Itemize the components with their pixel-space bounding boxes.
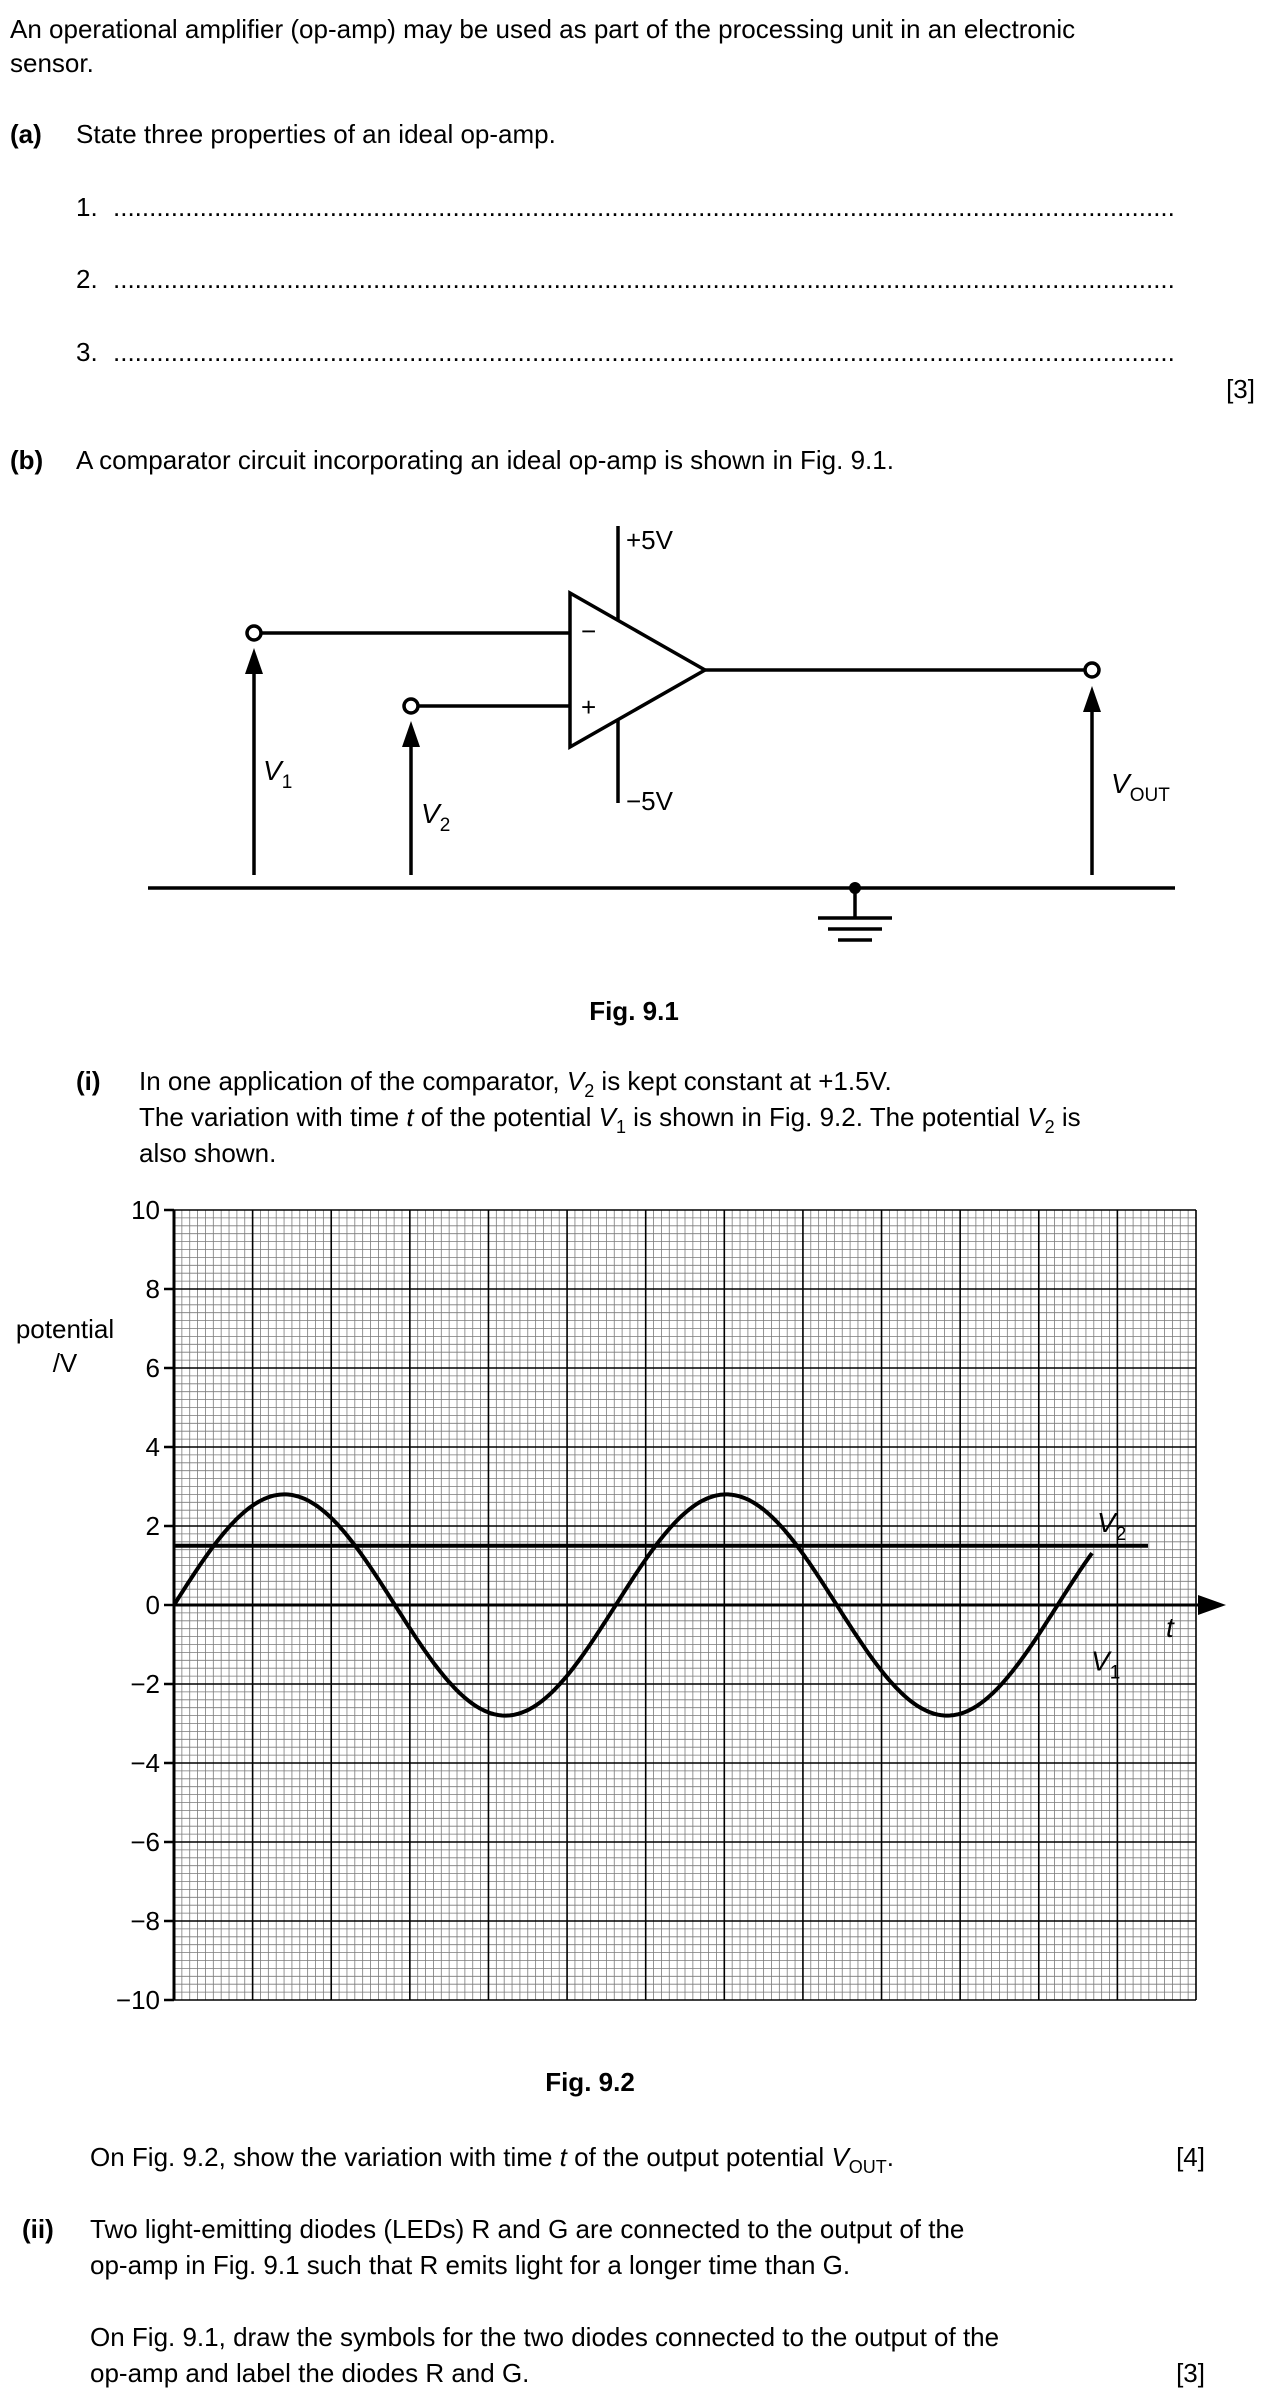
time-axis-label: t bbox=[1166, 1612, 1175, 1643]
chart-y-axis-ticks: 10 8 6 4 2 0 −2 −4 −6 −8 −10 bbox=[116, 1195, 174, 2015]
part-b-label: (b) bbox=[10, 445, 44, 475]
vout-label: VOUT bbox=[1111, 768, 1170, 806]
positive-supply-label: +5V bbox=[626, 525, 674, 555]
fig-9-1-circuit[interactable]: − + +5V −5V V1 V2 VOUT bbox=[0, 0, 1268, 960]
answer-number-1: 1. bbox=[76, 192, 98, 222]
v2-terminal bbox=[402, 697, 420, 715]
y-tick-label: −6 bbox=[130, 1827, 160, 1857]
part-b-question: A comparator circuit incorporating an id… bbox=[76, 445, 894, 475]
part-a-marks: [3] bbox=[1226, 374, 1255, 404]
part-bi-line-3: also shown. bbox=[139, 1138, 277, 1168]
part-bii-line-2: op-amp in Fig. 9.1 such that R emits lig… bbox=[90, 2250, 851, 2280]
y-tick-label: −8 bbox=[130, 1906, 160, 1936]
part-a-label: (a) bbox=[10, 119, 42, 149]
part-bii-line-4: op-amp and label the diodes R and G. bbox=[90, 2358, 530, 2388]
ground-junction bbox=[849, 882, 861, 894]
v2-arrow-head bbox=[402, 721, 420, 747]
part-bi-line-2: The variation with time t of the potenti… bbox=[139, 1102, 1081, 1137]
inverting-input-sign: − bbox=[581, 616, 596, 646]
y-tick-label: −10 bbox=[116, 1985, 160, 2015]
answer-number-3: 3. bbox=[76, 337, 98, 367]
chart-y-axis-label: potential/V bbox=[15, 1314, 115, 1378]
vout-arrow-head bbox=[1083, 686, 1101, 712]
part-bii-marks: [3] bbox=[1176, 2358, 1205, 2388]
part-bii-line-1: Two light-emitting diodes (LEDs) R and G… bbox=[90, 2214, 965, 2244]
part-bii-line-3: On Fig. 9.1, draw the symbols for the tw… bbox=[90, 2322, 1000, 2352]
output-terminal bbox=[1083, 661, 1101, 679]
answer-line-2[interactable]: ........................................… bbox=[113, 264, 1175, 294]
y-tick-label: 0 bbox=[146, 1590, 160, 1620]
y-tick-label: 10 bbox=[131, 1195, 160, 1225]
y-tick-label: 4 bbox=[146, 1432, 160, 1462]
v1-terminal bbox=[245, 624, 263, 642]
v1-sine-curve bbox=[172, 1492, 1094, 1718]
y-tick-label: −2 bbox=[130, 1669, 160, 1699]
chart-series bbox=[172, 1492, 1148, 1718]
op-amp-symbol bbox=[568, 589, 709, 751]
v1-series-label: V1 bbox=[1091, 1645, 1120, 1683]
y-tick-label: 6 bbox=[146, 1353, 160, 1383]
part-bii-label: (ii) bbox=[22, 2214, 54, 2244]
part-bi-instruction: On Fig. 9.2, show the variation with tim… bbox=[90, 2142, 895, 2177]
y-tick-label: −4 bbox=[130, 1748, 160, 1778]
intro-line-2: sensor. bbox=[10, 48, 94, 78]
answer-number-2: 2. bbox=[76, 264, 98, 294]
v2-label: V2 bbox=[421, 798, 450, 836]
answer-line-3[interactable]: ........................................… bbox=[113, 337, 1175, 367]
negative-supply-label: −5V bbox=[626, 786, 674, 816]
fig-9-1-caption: Fig. 9.1 bbox=[589, 996, 679, 1026]
v2-series-label: V2 bbox=[1097, 1507, 1126, 1545]
noninverting-input-sign: + bbox=[581, 692, 596, 722]
answer-line-1[interactable]: ........................................… bbox=[113, 192, 1175, 222]
v1-label: V1 bbox=[263, 755, 292, 793]
time-axis-arrow-head bbox=[1198, 1595, 1226, 1615]
intro-line-1: An operational amplifier (op-amp) may be… bbox=[10, 14, 1076, 44]
y-tick-label: 8 bbox=[146, 1274, 160, 1304]
v1-arrow-head bbox=[245, 648, 263, 674]
part-bi-label: (i) bbox=[76, 1066, 101, 1096]
fig-9-2-caption: Fig. 9.2 bbox=[545, 2067, 635, 2097]
part-bi-line-1: In one application of the comparator, V2… bbox=[139, 1066, 892, 1101]
part-bi-marks: [4] bbox=[1176, 2142, 1205, 2172]
y-tick-label: 2 bbox=[146, 1511, 160, 1541]
part-a-question: State three properties of an ideal op-am… bbox=[76, 119, 556, 149]
